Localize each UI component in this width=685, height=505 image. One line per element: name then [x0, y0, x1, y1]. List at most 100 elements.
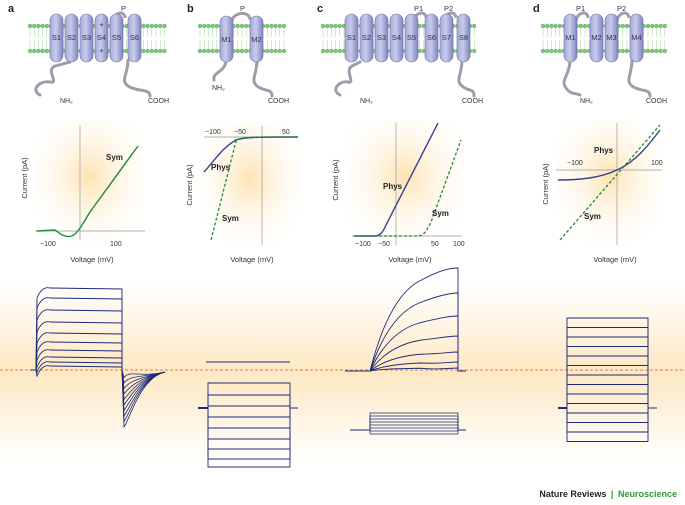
n-terminus-label: NH₂	[360, 98, 373, 105]
n-terminus-tail	[34, 60, 72, 97]
y-axis-label: Current (pA)	[20, 157, 29, 199]
helix-S3	[79, 13, 94, 63]
segment-label: M1	[565, 33, 575, 42]
lipid-head	[206, 48, 211, 54]
x-tick: 100	[453, 241, 465, 248]
sym-curve	[559, 124, 661, 241]
current-trace-a	[30, 297, 123, 371]
trace-background-band	[0, 285, 685, 460]
lipid-head	[281, 23, 287, 29]
helix-S2	[359, 13, 374, 63]
lipid-head	[32, 23, 37, 29]
n-terminus-tail	[212, 58, 228, 82]
segment-label: S4	[97, 33, 106, 42]
panel-letter-d: d	[533, 3, 540, 15]
helix-S2	[64, 13, 79, 63]
x-tick: −100	[205, 129, 221, 136]
helix-S4	[94, 13, 109, 63]
charge-plus-icon: +	[99, 20, 104, 29]
x-axis-label: Voltage (mV)	[388, 255, 432, 264]
x-tick: 100	[651, 160, 663, 167]
lipid-head	[214, 48, 219, 54]
current-trace-a	[30, 287, 123, 371]
lipid-head	[650, 23, 655, 29]
lipid-head	[239, 48, 245, 54]
helix-S8	[456, 13, 471, 63]
lipid-head	[44, 48, 49, 54]
lipid-head	[557, 23, 562, 29]
x-axis-label: Voltage (mV)	[70, 255, 114, 264]
journal-section: Neuroscience	[617, 489, 677, 499]
lipid-head	[40, 48, 45, 54]
y-axis-label: Current (pA)	[541, 163, 550, 205]
lipid-head	[214, 23, 219, 29]
lipid-head	[582, 23, 588, 29]
journal-name: Nature Reviews	[539, 489, 607, 499]
lipid-head	[578, 48, 583, 54]
current-trace-a	[30, 332, 123, 371]
lipid-head	[281, 48, 287, 54]
lipid-head	[654, 23, 659, 29]
lipid-head	[153, 23, 159, 29]
sym-label: Sym	[222, 214, 239, 223]
lipid-head	[235, 23, 240, 29]
x-tick: −50	[234, 129, 246, 136]
panel-letter-c: c	[317, 3, 323, 15]
lipid-head	[27, 23, 33, 29]
current-trace-c	[345, 361, 466, 372]
x-tick: −100	[567, 160, 583, 167]
lipid-head	[269, 23, 274, 29]
lipid-head	[337, 23, 342, 29]
segment-label: S6	[427, 33, 436, 42]
n-terminus-label: NH₂	[60, 98, 73, 105]
plot-background	[35, 120, 145, 245]
lipid-head	[578, 23, 583, 29]
lipid-head	[145, 48, 150, 54]
helix-M4	[629, 13, 644, 63]
lipid-head	[582, 48, 588, 54]
current-trace-c	[345, 292, 466, 372]
current-trace-a	[30, 361, 123, 374]
c-terminus-tail	[252, 58, 274, 98]
segment-label: S3	[377, 33, 386, 42]
current-trace-c	[345, 367, 466, 372]
lipid-head	[658, 23, 663, 29]
x-tick: 50	[431, 241, 439, 248]
sym-label: Sym	[106, 153, 123, 162]
journal-footer: Nature Reviews | Neuroscience	[539, 489, 677, 499]
c-terminus-label: COOH	[268, 98, 289, 105]
plot-background	[345, 120, 465, 245]
segment-label: S4	[392, 33, 401, 42]
lipid-head	[153, 48, 159, 54]
lipid-head	[36, 48, 41, 54]
lipid-head	[650, 48, 655, 54]
lipid-head	[206, 23, 211, 29]
iv-plot-a: Sym −100 100 Voltage (mV) Current (pA)	[20, 120, 145, 264]
segment-label: S8	[459, 33, 468, 42]
x-tick: 50	[282, 129, 290, 136]
lipid-head	[545, 23, 550, 29]
lipid-head	[329, 23, 334, 29]
lipid-head	[210, 23, 215, 29]
phys-label: Phys	[211, 163, 231, 172]
lipid-head	[158, 48, 163, 54]
helix-S7	[439, 13, 454, 63]
pore-loop	[615, 11, 631, 23]
lipid-head	[162, 23, 167, 29]
segment-label: S6	[130, 33, 139, 42]
c-terminus-tail	[457, 58, 476, 98]
iv-plot-c: Phys Sym −100 −50 50 100 Voltage (mV) Cu…	[331, 120, 465, 264]
topology-d: M1 M2 M3 M4 P1 P2 NH₂ COOH	[562, 4, 667, 105]
x-tick: 100	[110, 241, 122, 248]
charge-plus-icon: +	[99, 46, 104, 55]
segment-label: M2	[591, 33, 601, 42]
current-trace-a	[30, 356, 123, 371]
helix-M2	[249, 15, 264, 63]
c-terminus-tail	[122, 58, 152, 98]
lipid-head	[662, 48, 667, 54]
helix-M2	[589, 13, 604, 63]
lipid-head	[210, 48, 215, 54]
segment-label: M4	[631, 33, 641, 42]
lipid-head	[620, 23, 625, 29]
